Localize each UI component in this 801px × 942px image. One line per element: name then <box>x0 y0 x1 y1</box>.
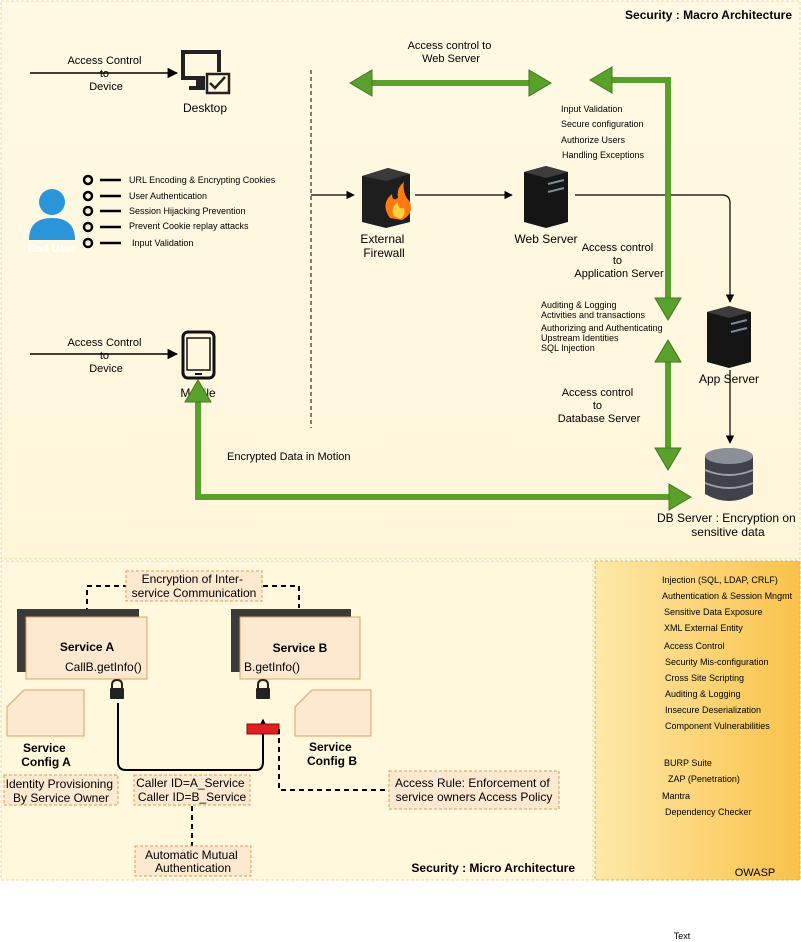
web-server-icon <box>524 166 568 228</box>
caller-id-list: Caller ID=A_Service Caller ID=B_Service <box>136 776 248 804</box>
db-server-label: DB Server : Encryption on sensitive data <box>657 511 799 539</box>
user-control-item: URL Encoding & Encrypting Cookies <box>129 175 276 185</box>
user-controls-list: URL Encoding & Encrypting Cookies User A… <box>82 174 276 249</box>
desktop-label: Desktop <box>183 101 227 115</box>
web-server-label: Web Server <box>514 232 577 246</box>
identity-note-box <box>3 774 119 806</box>
encrypted-motion-arrow-head-right <box>668 483 692 511</box>
desktop-access-label: Access Control to Device <box>67 55 144 93</box>
web-to-app-arrow <box>575 194 735 303</box>
end-user-label: End User <box>28 243 77 255</box>
user-control-item: Session Hijacking Prevention <box>129 206 246 216</box>
encryption-note: Encryption of Inter- service Communicati… <box>132 572 257 600</box>
app-access-arrow <box>610 77 671 300</box>
service-config-a-label: Service Config A <box>21 741 71 769</box>
db-access-arrow-head-bottom <box>654 447 682 471</box>
encrypted-motion-arrow-head-top <box>184 379 212 403</box>
macro-title: Security : Macro Architecture <box>625 8 792 22</box>
app-access-label: Access control to Application Server <box>574 242 664 280</box>
encryption-note-box <box>125 570 263 602</box>
caller-id-box <box>133 774 251 806</box>
lock-icon <box>256 678 270 699</box>
access-rule-link <box>278 729 389 791</box>
encrypted-motion-label: Encrypted Data in Motion <box>227 451 351 463</box>
app-server-label: App Server <box>699 372 759 386</box>
service-a-name: Service A <box>60 640 115 654</box>
access-rule-box <box>388 770 560 810</box>
identity-note: Identity Provisioning By Service Owner <box>6 777 117 805</box>
encrypted-motion-arrow <box>195 398 672 500</box>
service-a-call: CallB.getInfo() <box>65 660 142 674</box>
service-b-call: B.getInfo() <box>244 660 300 674</box>
app-server-icon <box>707 306 751 368</box>
firewall-icon <box>362 168 411 228</box>
web-access-arrow-head-right <box>528 69 552 97</box>
mutual-auth-box <box>134 845 252 877</box>
db-access-arrow-head-top <box>654 339 682 363</box>
service-b-box <box>239 616 361 680</box>
service-a-box <box>25 616 148 680</box>
mobile-access-label: Access Control to Device <box>67 337 144 375</box>
access-rule-note: Access Rule: Enforcement of service owne… <box>395 776 553 804</box>
user-control-item: User Authentication <box>129 191 207 201</box>
service-config-b-shape <box>294 689 372 737</box>
app-controls-list: Auditing & Logging Activities and transa… <box>541 300 665 353</box>
web-access-arrow-head-left <box>349 69 373 97</box>
access-rule-marker <box>246 723 280 735</box>
owasp-tools-list: BURP Suite ZAP (Penetration) Mantra Depe… <box>662 758 752 817</box>
web-access-label: Access control to Web Server <box>408 40 495 65</box>
service-config-b-label: Service Config B <box>307 740 357 768</box>
service-config-a-shape <box>6 689 85 737</box>
db-access-label: Access control to Database Server <box>558 387 641 425</box>
database-icon <box>704 448 754 501</box>
lock-icon <box>110 678 124 699</box>
app-access-arrow-head-bottom <box>654 297 682 321</box>
footer-text: Text <box>674 931 691 941</box>
app-access-arrow-head-top <box>589 66 613 94</box>
service-b-name: Service B <box>273 641 328 655</box>
user-control-item: Input Validation <box>132 238 193 248</box>
end-user-icon <box>29 189 75 240</box>
encryption-dashed-link <box>86 585 300 613</box>
owasp-top10-list: Injection (SQL, LDAP, CRLF) Authenticati… <box>662 575 795 731</box>
web-controls-list: Input Validation Secure configuration Au… <box>561 104 646 160</box>
micro-title: Security : Micro Architecture <box>411 861 575 875</box>
desktop-icon <box>181 50 231 95</box>
service-comm-path <box>117 703 270 771</box>
mobile-icon <box>181 330 216 380</box>
owasp-panel <box>594 560 801 881</box>
user-control-item: Prevent Cookie replay attacks <box>129 221 249 231</box>
firewall-label: External Firewall <box>360 232 407 260</box>
owasp-label: OWASP <box>735 867 776 879</box>
mutual-auth-note: Automatic Mutual Authentication <box>145 848 241 875</box>
